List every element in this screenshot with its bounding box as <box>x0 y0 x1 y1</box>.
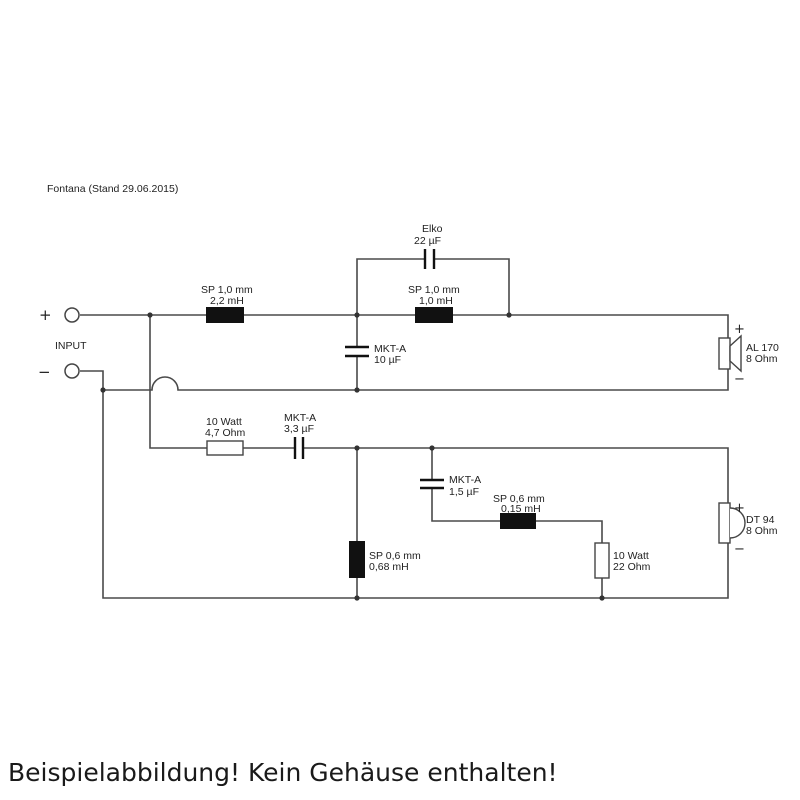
res-r1-value: 4,7 Ohm <box>205 427 246 439</box>
wire-bottom-return <box>102 390 729 599</box>
junction-dot <box>429 445 435 451</box>
disclaimer-text: Beispielabbildung! Kein Gehäuse enthalte… <box>8 758 558 787</box>
woofer-minus-sign: − <box>734 372 745 387</box>
elko-name: Elko <box>422 223 443 235</box>
res-r2-name: 10 Watt <box>613 550 649 562</box>
input-label: INPUT <box>55 340 87 352</box>
capacitor-c3: MKT-A 1,5 µF <box>420 474 481 498</box>
wire-woofer-return <box>80 369 729 391</box>
woofer-name: AL 170 <box>746 342 779 354</box>
junction-dot <box>354 312 360 318</box>
tweeter-minus-sign: − <box>734 542 745 557</box>
input-plus-sign: + <box>39 306 52 324</box>
cap-c3-name: MKT-A <box>449 474 481 486</box>
junction-dot <box>147 312 153 318</box>
junction-dot <box>506 312 512 318</box>
resistor-r2: 10 Watt 22 Ohm <box>594 542 651 579</box>
cap-c1-name: MKT-A <box>374 343 406 355</box>
tweeter-plus-sign: + <box>734 501 745 516</box>
coil-l4-value: 0,68 mH <box>369 561 409 573</box>
cap-c1-value: 10 µF <box>374 354 401 366</box>
schematic-title: Fontana (Stand 29.06.2015) <box>47 183 178 195</box>
wires <box>80 258 729 599</box>
inductor-l2: SP 1,0 mm 1,0 mH <box>408 284 460 323</box>
junction-dot <box>100 387 106 393</box>
junction-dot <box>354 595 360 601</box>
inductor-l1: SP 1,0 mm 2,2 mH <box>201 284 253 323</box>
junction-dot <box>354 445 360 451</box>
wire-tweeter-branch <box>431 448 603 598</box>
junction-dot <box>354 387 360 393</box>
capacitor-c2: MKT-A 3,3 µF <box>284 412 316 459</box>
junction-dots <box>100 312 605 601</box>
capacitor-c1: MKT-A 10 µF <box>345 343 406 366</box>
input-positive-terminal <box>64 307 80 323</box>
coil-l3-value: 0,15 mH <box>501 503 541 515</box>
input-negative-terminal <box>64 363 80 379</box>
coil-l4-name: SP 0,6 mm <box>369 550 421 562</box>
elko-value: 22 µF <box>414 235 441 247</box>
coil-l1-value: 2,2 mH <box>210 295 244 307</box>
inductor-l3: SP 0,6 mm 0,15 mH <box>493 493 545 529</box>
capacitor-elko: Elko 22 µF <box>414 223 443 269</box>
wire-woofer-positive <box>80 314 729 338</box>
input-terminals: + − INPUT <box>38 306 87 381</box>
coil-l3-name: SP 0,6 mm <box>493 493 545 505</box>
woofer-speaker-icon <box>718 337 731 370</box>
tweeter-speaker-icon <box>718 502 731 544</box>
woofer-plus-sign: + <box>734 322 745 337</box>
input-minus-sign: − <box>38 363 51 381</box>
cap-c3-value: 1,5 µF <box>449 486 479 498</box>
coil-l2-value: 1,0 mH <box>419 295 453 307</box>
res-r1-name: 10 Watt <box>206 416 242 428</box>
woofer-speaker: + − AL 170 8 Ohm <box>718 322 779 387</box>
wire-elko-bypass <box>356 258 510 315</box>
resistor-r1: 10 Watt 4,7 Ohm <box>205 416 246 456</box>
junction-dot <box>599 595 605 601</box>
tweeter-name: DT 94 <box>746 514 775 526</box>
res-r2-value: 22 Ohm <box>613 561 651 573</box>
cap-c2-value: 3,3 µF <box>284 423 314 435</box>
woofer-impedance: 8 Ohm <box>746 353 778 365</box>
wire-tweeter-feed <box>149 315 729 503</box>
tweeter-impedance: 8 Ohm <box>746 525 778 537</box>
inductor-l4: SP 0,6 mm 0,68 mH <box>349 541 421 578</box>
coil-l1-name: SP 1,0 mm <box>201 284 253 296</box>
coil-l2-name: SP 1,0 mm <box>408 284 460 296</box>
cap-c2-name: MKT-A <box>284 412 316 424</box>
tweeter-speaker: + − DT 94 8 Ohm <box>718 501 778 557</box>
